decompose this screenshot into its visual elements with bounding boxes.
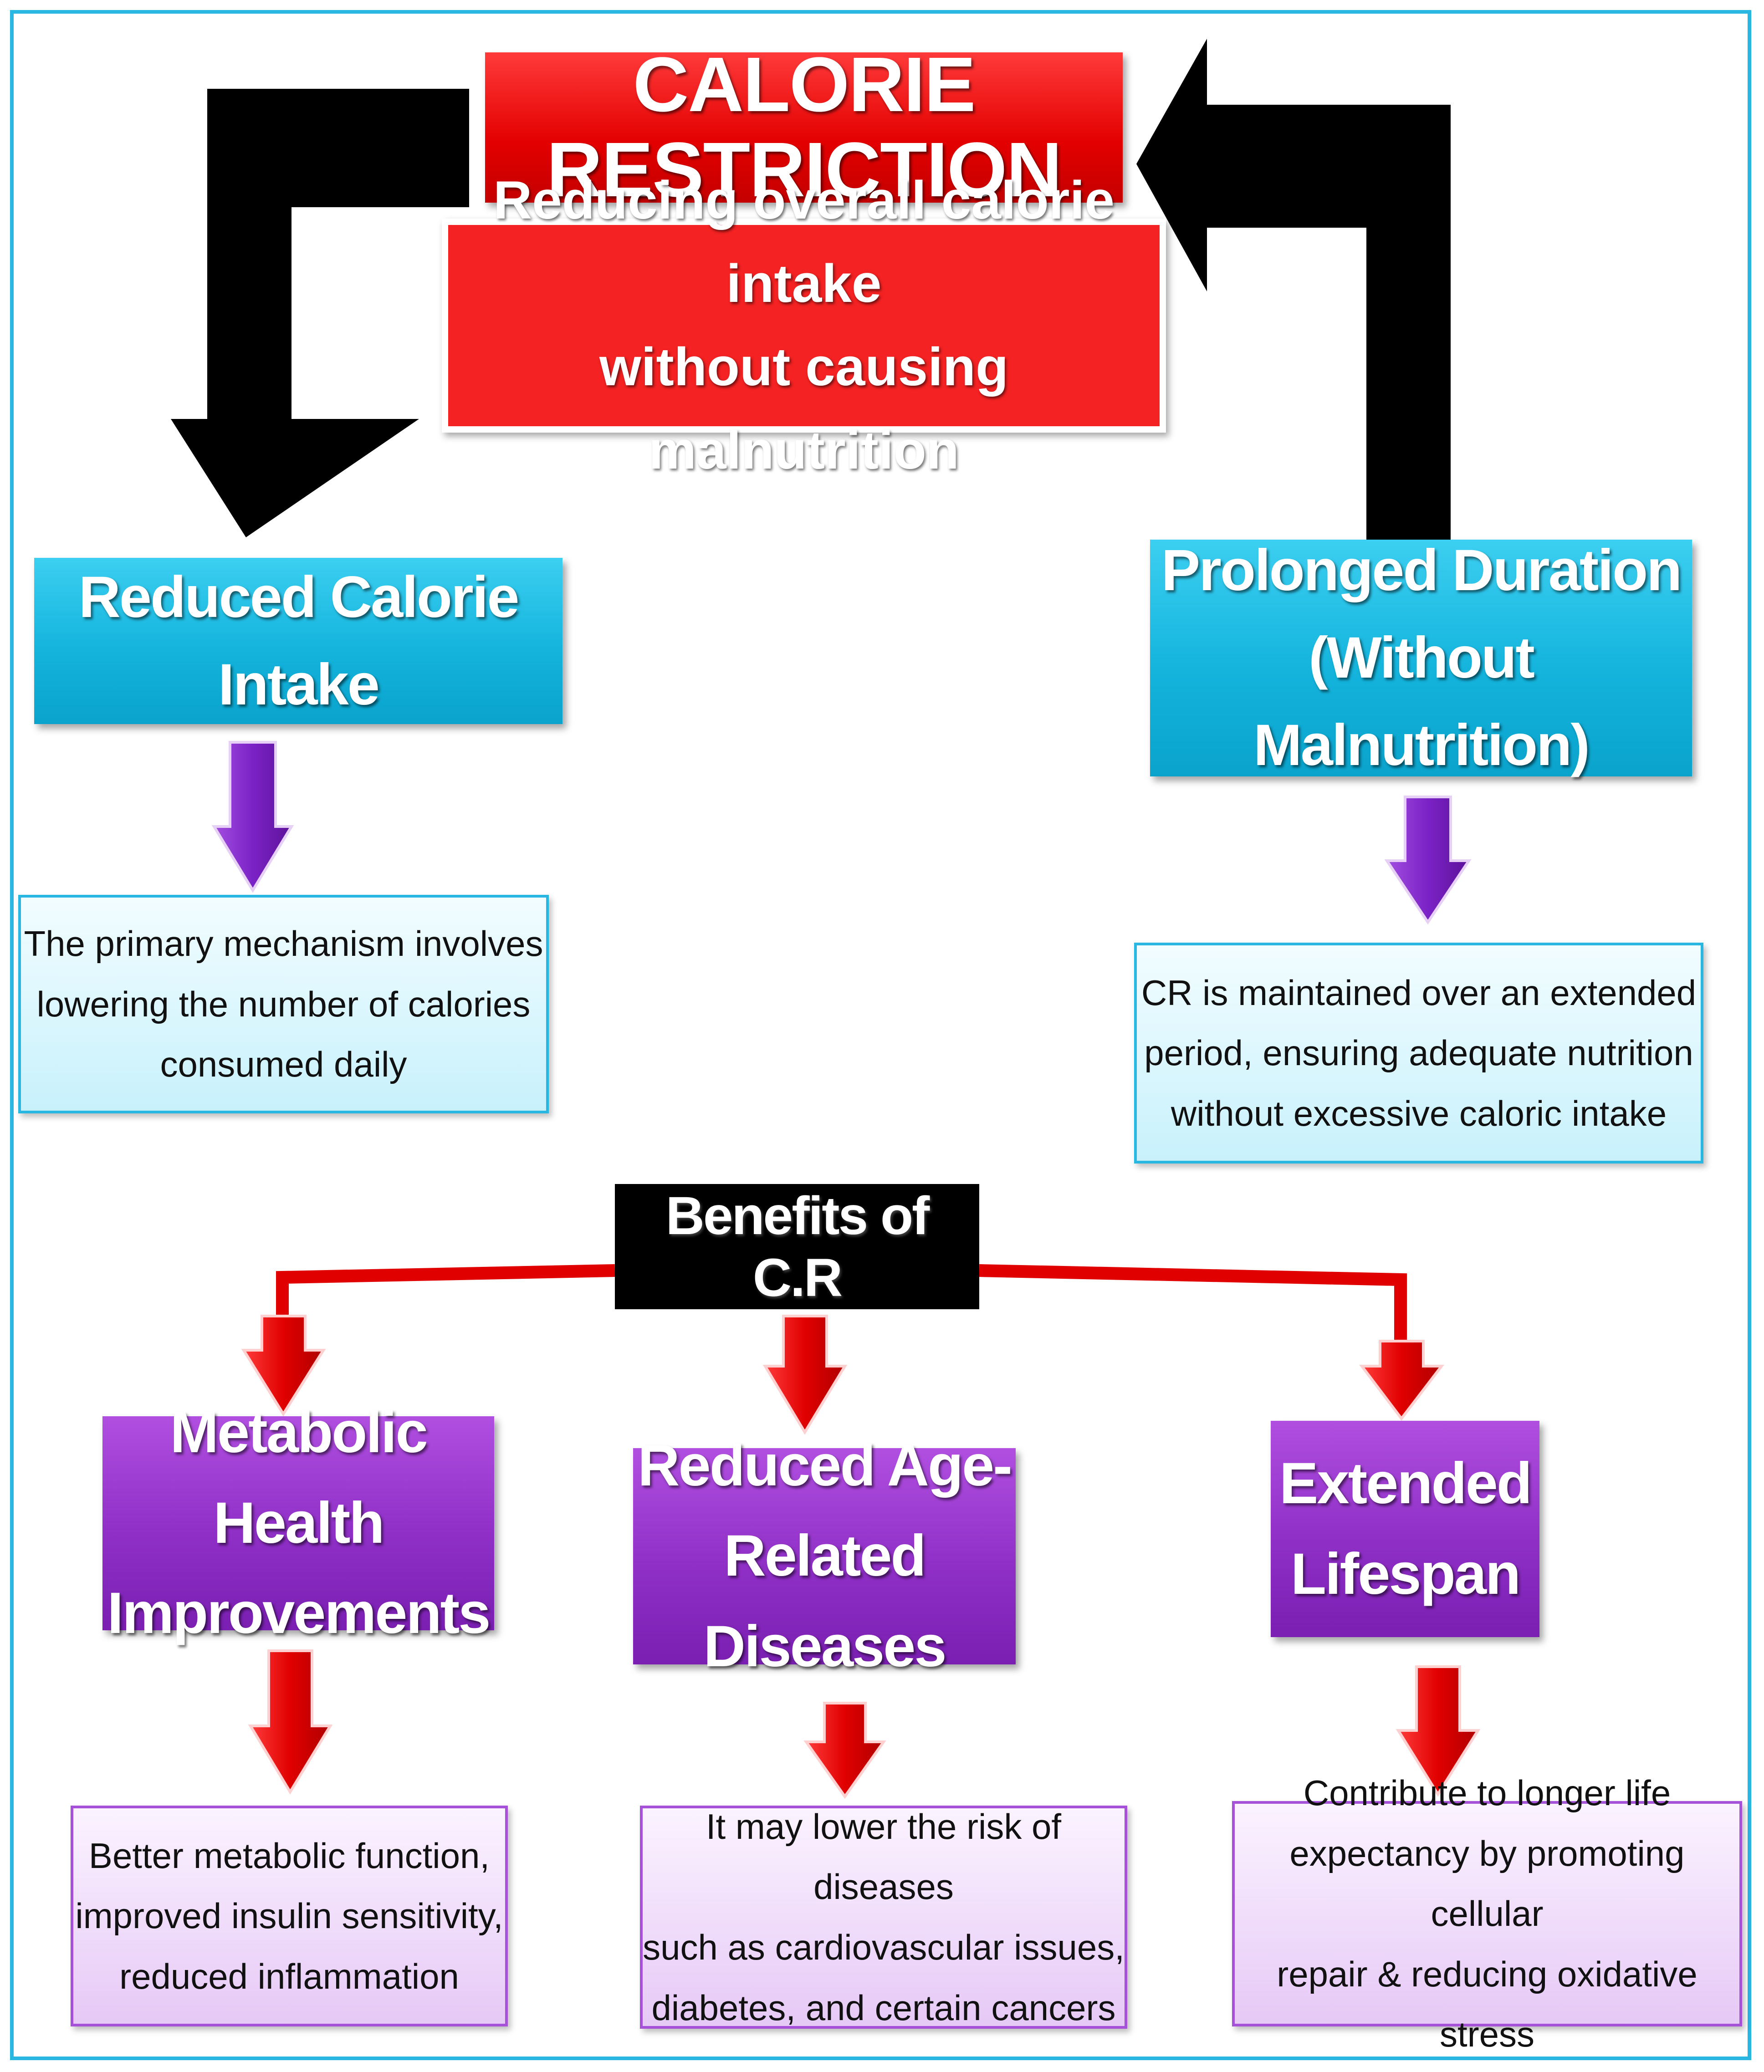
right-note-line-3: without excessive caloric intake xyxy=(1171,1093,1667,1133)
purple-arrow-left xyxy=(211,741,294,893)
black-elbow-arrow-right xyxy=(1136,39,1451,544)
benefit-1-note-line-3: reduced inflammation xyxy=(119,1956,459,1996)
reduced-calorie-intake-note: The primary mechanism involves lowering … xyxy=(18,895,549,1113)
benefit-2-note-line-3: diabetes, and certain cancers xyxy=(651,1987,1116,2028)
definition-line-1: Reducing overall calorie intake xyxy=(493,170,1115,314)
benefit-3-line-2: Lifespan xyxy=(1290,1541,1521,1607)
red-arrow-benefit-2 xyxy=(762,1315,848,1435)
benefit-3-note-line-3: repair & reducing oxidative stress xyxy=(1277,1954,1698,2055)
benefit-3-note-line-1: Contribute to longer life xyxy=(1303,1773,1671,1813)
benefit-box-3: Extended Lifespan xyxy=(1271,1421,1539,1637)
benefit-2-note-line-1: It may lower the risk of diseases xyxy=(706,1806,1062,1907)
right-note-line-1: CR is maintained over an extended xyxy=(1141,972,1697,1013)
left-note-line-3: consumed daily xyxy=(160,1044,407,1085)
benefit-connector-left xyxy=(276,1264,615,1325)
benefit-box-2: Reduced Age- Related Diseases xyxy=(633,1433,1016,1679)
prolonged-duration-note: CR is maintained over an extended period… xyxy=(1134,943,1703,1164)
left-note-line-1: The primary mechanism involves xyxy=(24,924,543,964)
purple-arrow-right xyxy=(1384,796,1472,925)
red-arrow-note-3 xyxy=(1396,1665,1481,1797)
benefit-2-note-line-2: such as cardiovascular issues, xyxy=(643,1927,1125,1967)
benefit-note-1: Better metabolic function, improved insu… xyxy=(71,1806,508,2026)
prolonged-duration-line-1: Prolonged Duration xyxy=(1161,538,1682,603)
benefit-2-line-1: Reduced Age- xyxy=(638,1433,1012,1498)
benefit-connector-right xyxy=(979,1264,1407,1348)
red-arrow-note-2 xyxy=(803,1702,886,1799)
benefits-box: Benefits of C.R xyxy=(615,1184,979,1309)
red-arrow-benefit-1 xyxy=(241,1315,326,1417)
benefit-note-3: Contribute to longer life expectancy by … xyxy=(1232,1773,1742,2054)
reduced-calorie-intake-box: Reduced Calorie Intake xyxy=(34,558,562,724)
right-note-line-2: period, ensuring adequate nutrition xyxy=(1144,1033,1693,1073)
benefit-2-line-2: Related Diseases xyxy=(703,1523,946,1679)
title-definition: Reducing overall calorie intake without … xyxy=(442,170,1166,480)
benefit-1-note-line-1: Better metabolic function, xyxy=(88,1835,490,1876)
black-elbow-arrow-left xyxy=(171,89,469,537)
reduced-calorie-intake-label: Reduced Calorie Intake xyxy=(78,564,519,717)
benefit-1-line-2: Improvements xyxy=(107,1581,491,1646)
definition-line-2: without causing malnutrition xyxy=(599,337,1009,480)
benefit-note-2: It may lower the risk of diseases such a… xyxy=(640,1806,1127,2029)
benefit-3-line-1: Extended xyxy=(1279,1451,1532,1516)
prolonged-duration-line-2: (Without Malnutrition) xyxy=(1253,625,1590,778)
outer-frame xyxy=(10,10,1751,2060)
left-note-line-2: lowering the number of calories xyxy=(36,984,531,1024)
benefit-1-note-line-2: improved insulin sensitivity, xyxy=(75,1896,503,1936)
benefits-label: Benefits of C.R xyxy=(665,1185,930,1308)
prolonged-duration-box: Prolonged Duration (Without Malnutrition… xyxy=(1150,538,1692,778)
title-heading: CALORIE RESTRICTION xyxy=(485,42,1123,213)
title-heading-text: CALORIE RESTRICTION xyxy=(546,41,1062,213)
benefit-box-1: Metabolic Health Improvements xyxy=(102,1400,494,1646)
red-arrow-note-1 xyxy=(248,1649,333,1795)
benefit-3-note-line-2: expectancy by promoting cellular xyxy=(1289,1833,1685,1934)
red-arrow-benefit-3 xyxy=(1359,1340,1445,1421)
benefit-1-line-1: Metabolic Health xyxy=(170,1400,428,1556)
